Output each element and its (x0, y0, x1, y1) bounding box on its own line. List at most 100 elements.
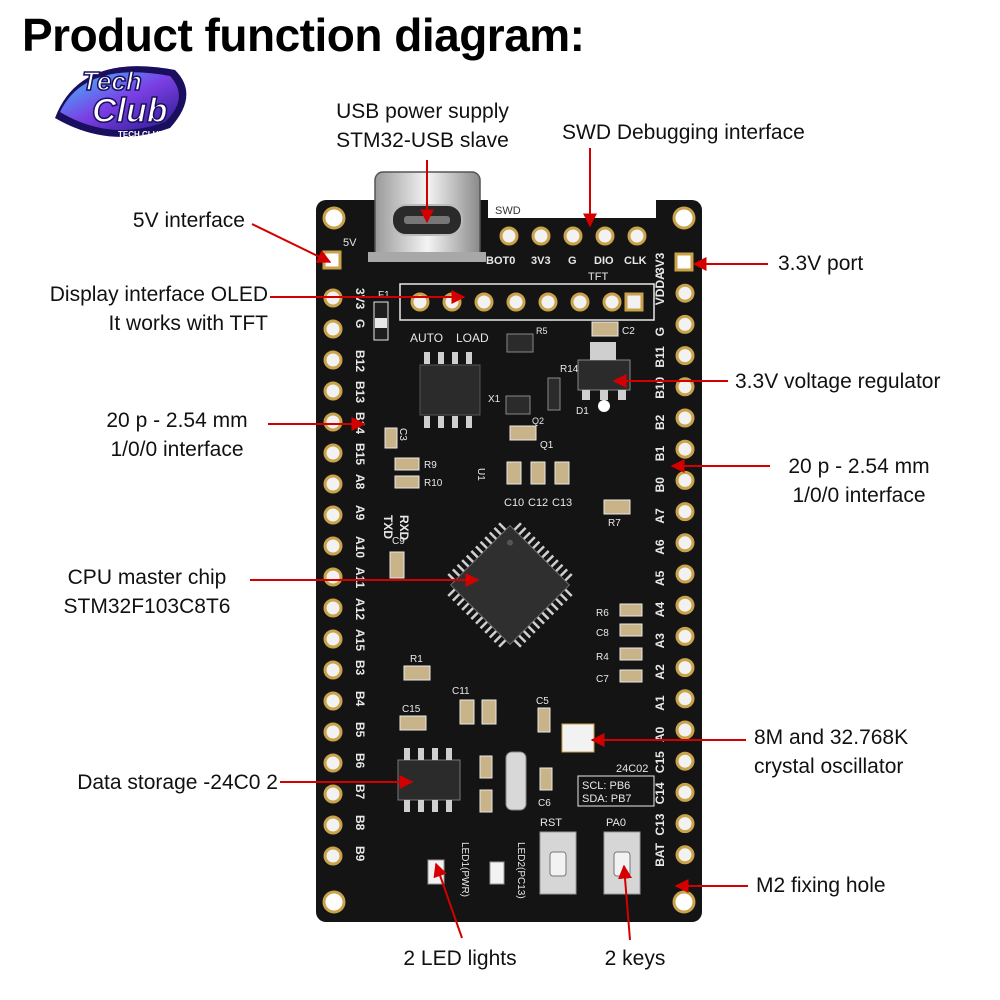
right-pin (675, 408, 695, 428)
auto-silk: AUTO (410, 331, 443, 345)
svg-text:C9: C9 (392, 536, 405, 547)
right-pin (675, 626, 695, 646)
crystal-32k (561, 723, 595, 753)
label-keys-line1: 2 keys (604, 947, 666, 970)
right-pin-header (675, 283, 695, 865)
cpu-pin (532, 621, 541, 630)
label-regulator-line1: 3.3V voltage regulator (735, 370, 941, 393)
label-usb: USB power supply STM32-USB slave (310, 97, 535, 155)
label-fixing: M2 fixing hole (756, 871, 886, 900)
cpu-pin (541, 611, 550, 620)
right-pin-label: A3 (653, 633, 667, 649)
left-pin-label: B6 (353, 753, 367, 769)
svg-text:X1: X1 (488, 394, 501, 405)
label-storage-line1: Data storage -24C0 2 (77, 771, 278, 794)
right-pin (675, 346, 695, 366)
svg-text:C6: C6 (538, 798, 551, 809)
label-io-right-line2: 1/0/0 interface (792, 484, 926, 507)
cpu-pin (479, 540, 488, 549)
right-pin (675, 533, 695, 553)
cpu-pin (518, 634, 527, 644)
led1-silk: LED1(PWR) (459, 842, 470, 897)
eeprom-silk-box: 24C02 SCL: PB6 SDA: PB7 (577, 763, 655, 807)
svg-text:R7: R7 (0, 0, 2, 1)
load-silk: LOAD (456, 331, 489, 345)
svg-text:Q1: Q1 (540, 440, 554, 451)
svg-text:C15: C15 (402, 704, 421, 715)
cpu-pin (513, 522, 522, 531)
left-pin (323, 567, 343, 587)
svg-text:SCL: PB6: SCL: PB6 (582, 780, 630, 792)
left-pin (323, 846, 343, 866)
right-pin (675, 751, 695, 771)
capacitor-c2 (591, 321, 619, 337)
svg-text:C5: C5 (536, 696, 549, 707)
right-pin-label: A5 (653, 570, 667, 586)
label-io-right-line1: 20 p - 2.54 mm (788, 455, 930, 478)
swd-pin-label: 3V3 (531, 255, 551, 267)
tech-club-logo: Tech Club TECH CLUB (55, 65, 187, 139)
cpu-pin (536, 616, 545, 625)
svg-text:Q2: Q2 (532, 416, 544, 426)
swd-header-pins (499, 226, 647, 246)
svg-text:F1: F1 (378, 290, 390, 301)
mounting-hole (672, 206, 696, 230)
swd-pin-label: BOT0 (486, 255, 515, 267)
right-pin (675, 782, 695, 802)
left-pin-label: B5 (353, 722, 367, 738)
left-pin (323, 536, 343, 556)
cpu-pin (532, 540, 541, 549)
rxd-silk: RXD (397, 515, 411, 541)
cpu-pin (475, 616, 484, 625)
left-pin-label: 3V3 (353, 288, 367, 310)
right-pin (675, 658, 695, 678)
cpu-chip (449, 524, 571, 646)
rst-button (539, 831, 577, 895)
right-pin-label: A1 (653, 695, 667, 711)
cpu-pin (498, 639, 507, 648)
txd-silk: TXD (381, 515, 395, 539)
label-display-line2: It works with TFT (108, 312, 268, 335)
right-pin-label: G (653, 327, 667, 336)
cpu-pin (461, 602, 470, 611)
left-pin (323, 815, 343, 835)
transistor-q1 (506, 333, 534, 353)
left-pin (323, 474, 343, 494)
svg-text:U1: U1 (475, 468, 486, 481)
right-pin-label: A0 (653, 726, 667, 742)
right-pin-label: C14 (653, 782, 667, 804)
cpu-pin (564, 573, 573, 582)
label-io-left: 20 p - 2.54 mm 1/0/0 interface (82, 406, 272, 464)
five-v-silk: 5V (343, 237, 357, 249)
cpu-pin (513, 639, 522, 648)
right-pin-labels: 3V3VDDAGB11B10B2B1B0A7A6A5A4A3A2A1A0C15C… (653, 252, 667, 866)
right-pin (675, 689, 695, 709)
left-pin-label: A10 (353, 536, 367, 558)
usb-chip (419, 352, 481, 428)
left-pin-label: B8 (353, 815, 367, 831)
right-pin-label: C13 (653, 813, 667, 835)
right-pin (675, 314, 695, 334)
cpu-pin (484, 625, 493, 634)
cpu-pin (493, 634, 502, 644)
cpu-pin (479, 621, 488, 630)
label-leds-line1: 2 LED lights (403, 947, 517, 970)
cpu-pin (461, 559, 470, 568)
mounting-hole (322, 206, 346, 230)
right-pin-label: B10 (653, 376, 667, 398)
right-pin-label: VDDA (653, 271, 667, 305)
cpu-pin (550, 559, 559, 568)
svg-text:R7: R7 (608, 518, 621, 529)
label-regulator: 3.3V voltage regulator (735, 367, 940, 396)
cpu-pin (559, 593, 569, 602)
left-pin (323, 753, 343, 773)
left-pin (323, 412, 343, 432)
left-pin-label: A12 (353, 598, 367, 620)
label-io-left-line2: 1/0/0 interface (110, 438, 244, 461)
svg-text:R10: R10 (424, 478, 443, 489)
cpu-pin (518, 526, 527, 536)
left-pin (323, 505, 343, 525)
label-cpu: CPU master chip STM32F103C8T6 (42, 563, 252, 621)
callout-arrows (250, 148, 770, 941)
label-crystal: 8M and 32.768K crystal oscillator (754, 723, 908, 781)
